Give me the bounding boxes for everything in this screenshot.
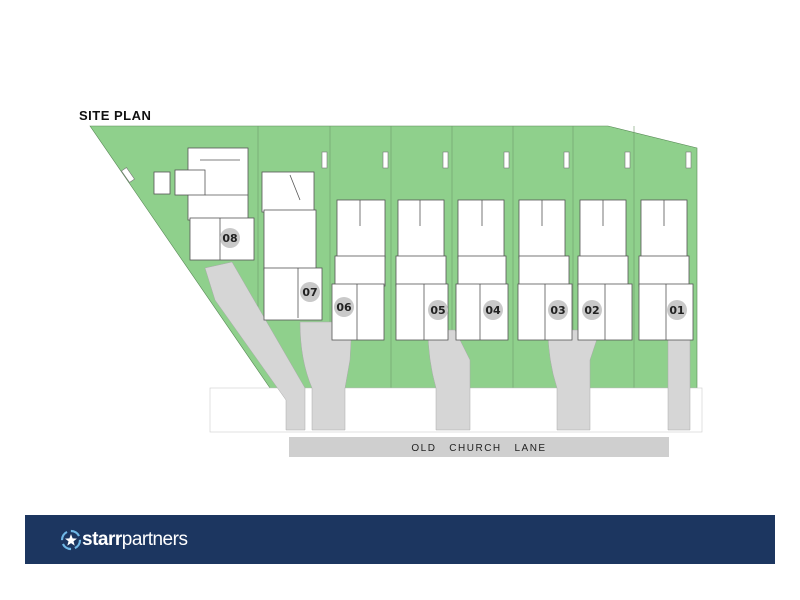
- unit-label-06: 06: [336, 301, 352, 314]
- unit-03-building: [517, 199, 573, 341]
- brand-part-partners: partners: [121, 529, 188, 550]
- road-bar: [289, 437, 669, 457]
- brand-part-starr: starr: [82, 529, 122, 550]
- driveway-03-02: [547, 329, 601, 431]
- unit-badge-02: [582, 300, 602, 320]
- unit-08-building: [153, 147, 255, 261]
- unit-06-building: [331, 199, 386, 341]
- unit-label-02: 02: [584, 304, 599, 317]
- driveway-07-06: [299, 321, 353, 431]
- driveways: [204, 261, 691, 431]
- unit-07-building: [261, 171, 323, 321]
- site-plan-title: SITE PLAN: [79, 108, 152, 123]
- unit-01-building: [638, 199, 694, 341]
- unit-badge-03: [548, 300, 568, 320]
- unit-badges: 08 07 06 05 04 03 02 01: [220, 228, 687, 320]
- road-label: OLD CHURCH LANE: [411, 443, 546, 454]
- unit-badge-08: [220, 228, 240, 248]
- unit-label-05: 05: [430, 304, 445, 317]
- unit-badge-01: [667, 300, 687, 320]
- unit-label-01: 01: [669, 304, 684, 317]
- footer-banner: [25, 515, 775, 564]
- brand-logo: starrpartners: [60, 527, 188, 553]
- unit-badge-07: [300, 282, 320, 302]
- unit-label-07: 07: [302, 286, 317, 299]
- brand-name: starrpartners: [82, 529, 188, 551]
- unit-05-building: [395, 199, 449, 341]
- unit-badge-04: [483, 300, 503, 320]
- unit-badge-05: [428, 300, 448, 320]
- unit-02-building: [577, 199, 633, 341]
- unit-04-building: [455, 199, 509, 341]
- unit-label-08: 08: [222, 232, 237, 245]
- driveway-08: [204, 261, 306, 431]
- star-logo-icon: [60, 529, 82, 551]
- unit-label-03: 03: [550, 304, 565, 317]
- driveway-05-04: [427, 329, 471, 431]
- driveway-01: [667, 329, 691, 431]
- unit-label-04: 04: [485, 304, 501, 317]
- rear-sheds: [121, 151, 692, 183]
- unit-badge-06: [334, 297, 354, 317]
